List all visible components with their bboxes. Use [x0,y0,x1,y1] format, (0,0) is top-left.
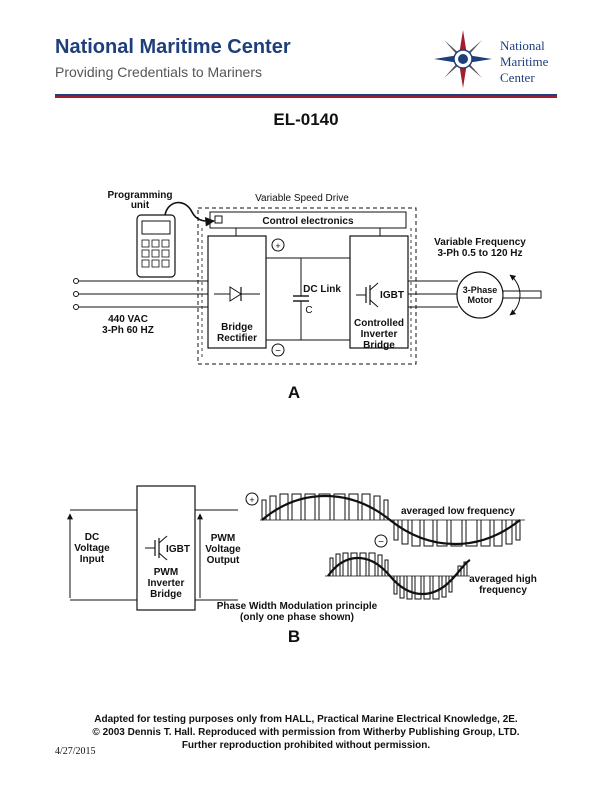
dc-input-label: DC [85,532,99,543]
figure-a [73,201,542,365]
inverter-bridge-box [349,235,409,349]
programming-unit-icon [136,214,176,278]
pwm-inverter-label: Inverter [148,578,185,589]
inverter-label: Bridge [363,340,395,351]
pwm-inverter-label: Bridge [150,589,182,600]
footer-date: 4/27/2015 [55,746,96,757]
variable-frequency-label: Variable Frequency [434,237,526,248]
figure-a-labels: Programming unit Variable Speed Drive Co… [102,190,526,402]
figure-b-label: B [288,627,300,646]
document-id: EL-0140 [273,110,339,129]
control-connector [214,215,223,224]
input-voltage-label: 3-Ph 60 HZ [102,325,154,336]
motor-label: Motor [468,295,493,305]
averaged-high-label: averaged high [469,574,537,585]
dc-link-label: DC Link [303,284,341,295]
programming-unit-label: Programming [107,190,172,201]
logo-text-line: National [500,38,545,53]
control-electronics-label: Control electronics [262,216,354,227]
inverter-label: Inverter [361,329,398,340]
pwm-inverter-label: PWM [154,567,178,578]
compass-rose-logo-icon [434,30,492,88]
variable-frequency-label: 3-Ph 0.5 to 120 Hz [437,248,522,259]
pwm-principle-label: Phase Width Modulation principle [217,601,378,612]
bridge-rectifier-label: Rectifier [217,333,257,344]
pwm-output-label: Voltage [205,544,241,555]
footer-attribution: Adapted for testing purposes only from H… [0,713,612,752]
averaged-low-label: averaged low frequency [401,506,515,517]
control-electronics-box [209,211,407,229]
capacitor-label: C [305,305,312,316]
footer-line: Further reproduction prohibited without … [181,740,431,751]
igbt-label: IGBT [166,544,190,555]
averaged-high-label: frequency [479,585,527,596]
input-voltage-label: 440 VAC [108,314,148,325]
minus-sign-label: − [378,537,384,548]
plus-sign-label: + [249,495,254,505]
pwm-output-label: Output [207,555,240,566]
pwm-output-label: PWM [211,533,235,544]
bridge-rectifier-label: Bridge [221,322,253,333]
motor-label: 3-Phase [463,285,498,295]
header-divider-red [55,96,557,98]
logo-text: National Maritime Center [500,38,548,86]
dc-input-label: Input [80,554,105,565]
inverter-label: Controlled [354,318,404,329]
header-title: National Maritime Center [55,36,291,58]
footer-line: Adapted for testing purposes only from H… [94,714,518,725]
plus-terminal-label: + [275,241,280,251]
figure-b-labels: DC Voltage Input IGBT PWM Inverter Bridg… [74,495,537,646]
footer-line: © 2003 Dennis T. Hall. Reproduced with p… [92,727,520,738]
figure-a-label: A [288,383,300,402]
pwm-principle-label: (only one phase shown) [240,612,354,623]
vsd-enclosure [197,207,417,365]
programming-unit-label: unit [131,200,150,211]
logo-text-line: Maritime [500,54,549,69]
igbt-label: IGBT [380,290,404,301]
vsd-label: Variable Speed Drive [255,193,349,204]
minus-terminal-label: − [275,346,281,357]
logo-text-line: Center [500,70,535,85]
figure-b [67,485,525,611]
header-subtitle: Providing Credentials to Mariners [55,64,262,80]
header-divider-blue [55,94,557,96]
programming-cable [164,201,215,227]
dc-input-label: Voltage [74,543,110,554]
